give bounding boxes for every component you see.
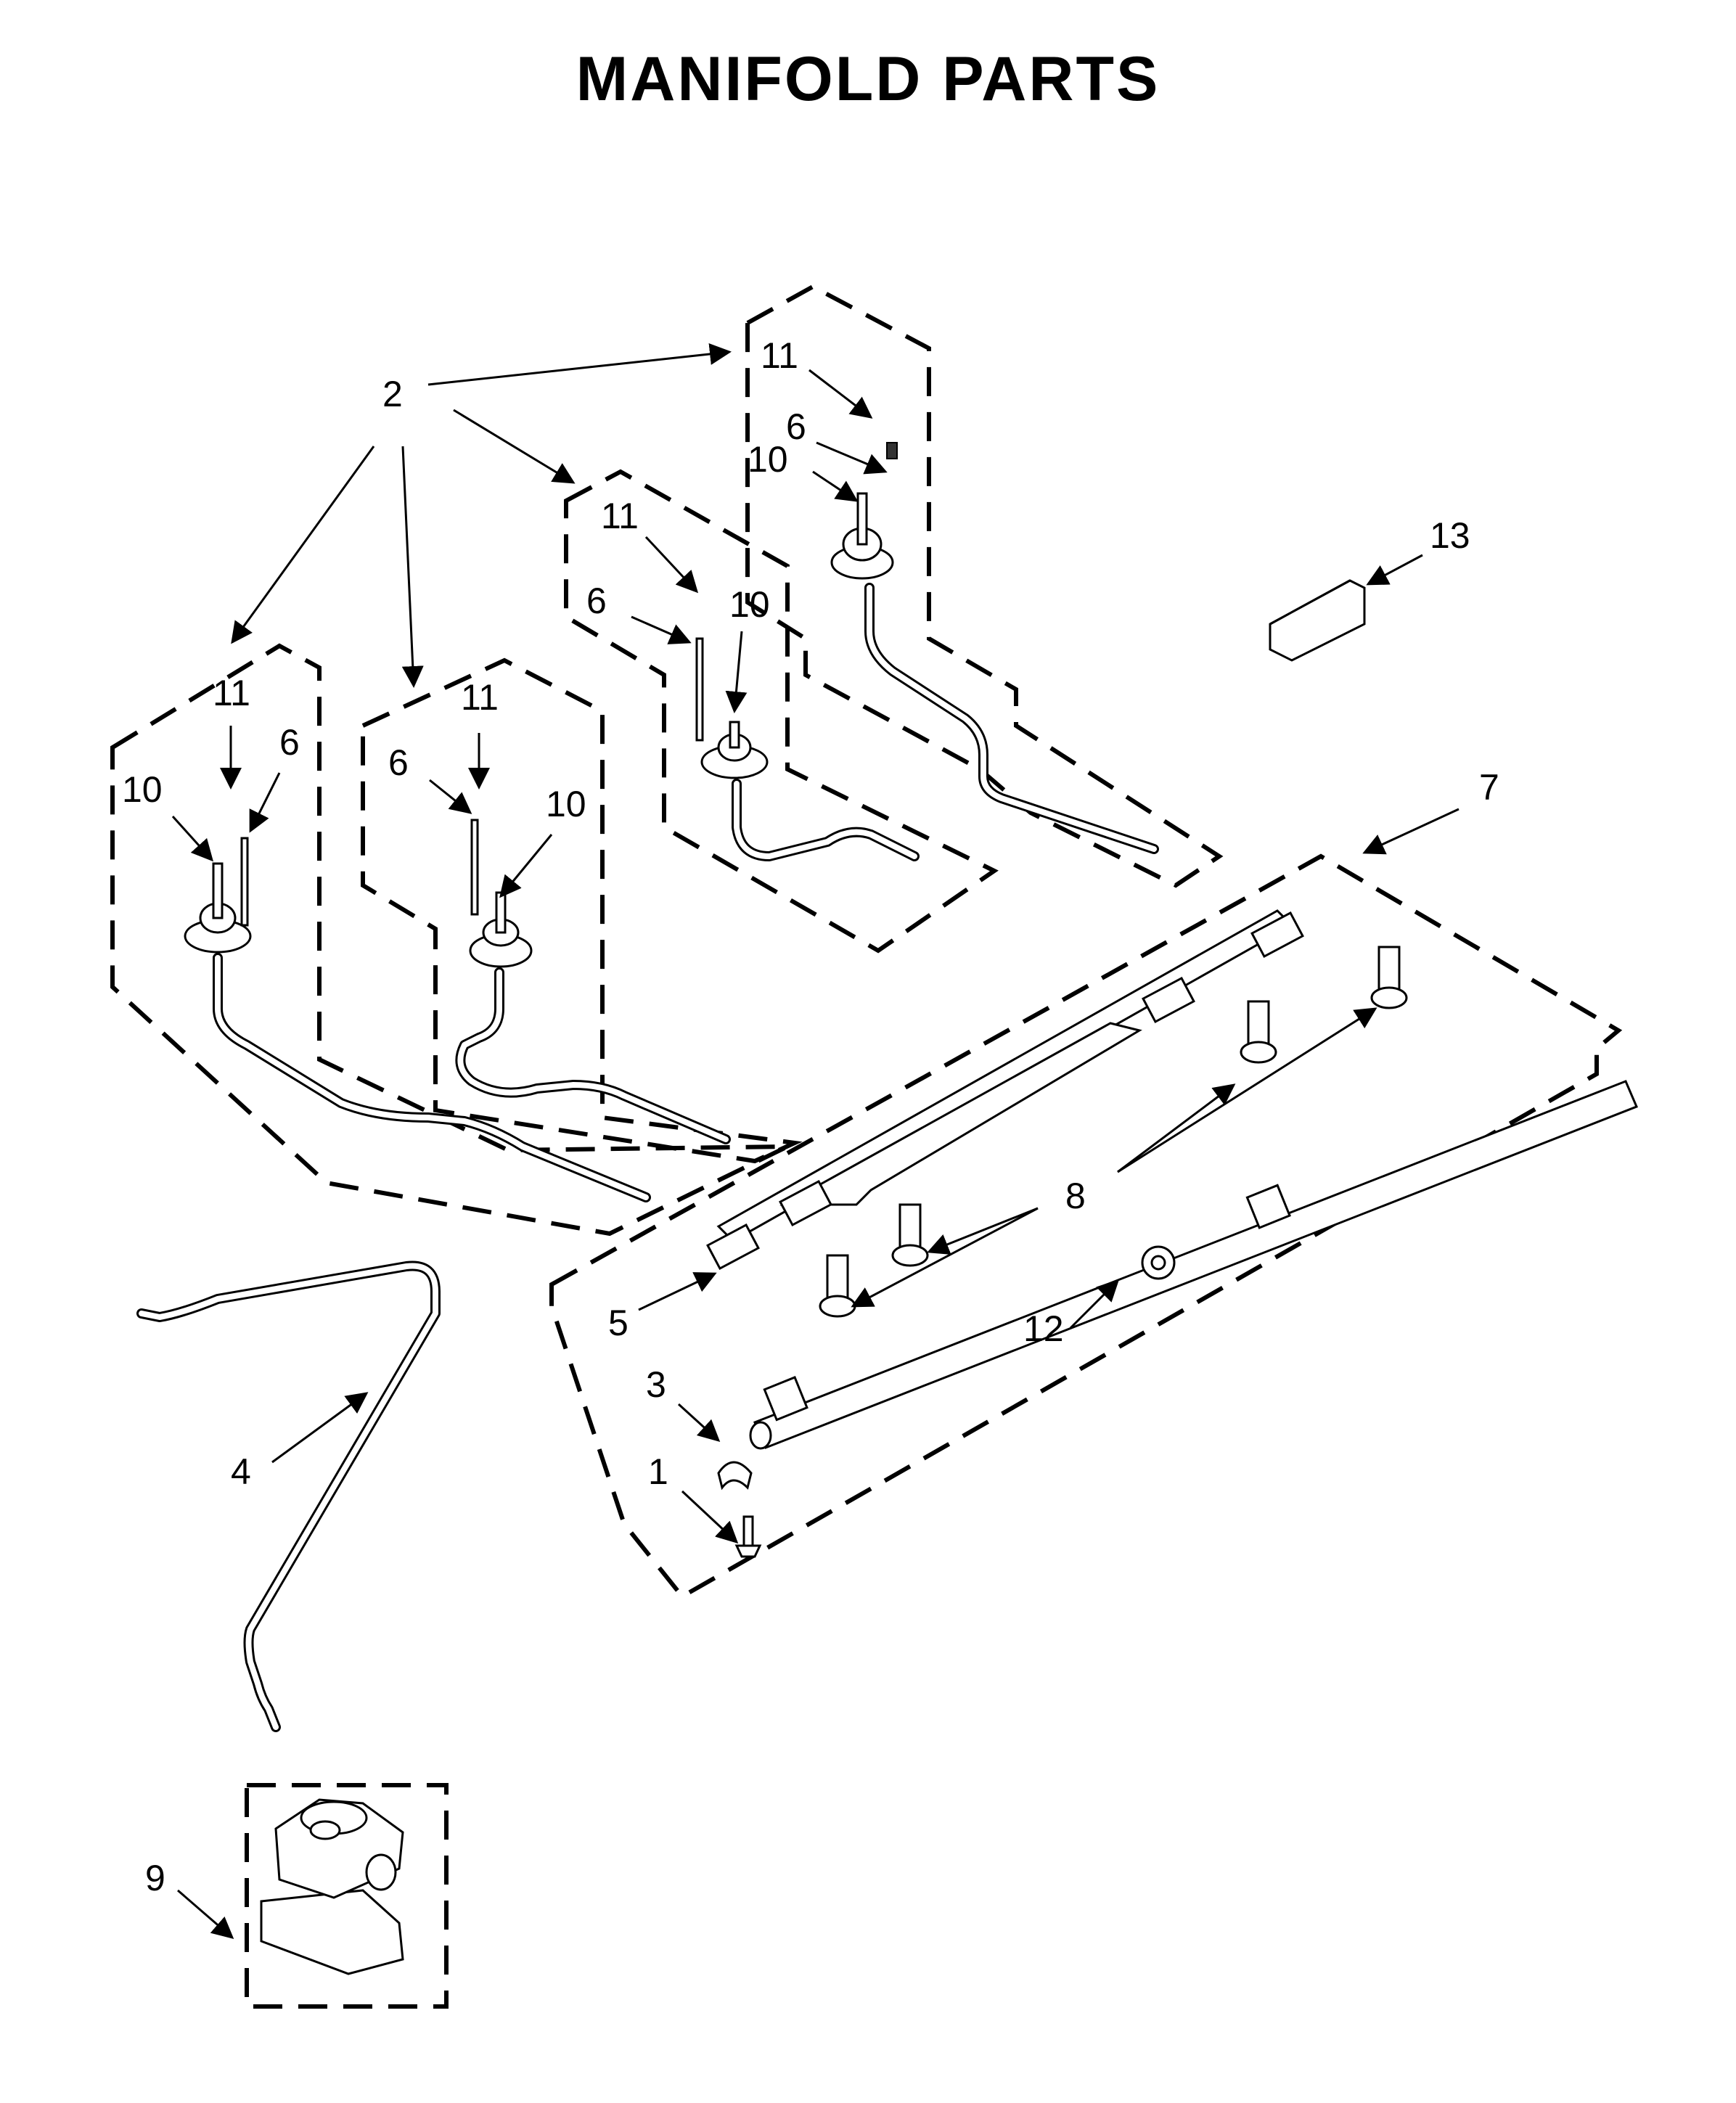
valve-2 (891, 1203, 929, 1267)
pressure-regulator (260, 1798, 404, 1975)
callout-6-b: 6 (586, 581, 607, 621)
group-boundary-rear-center (564, 469, 999, 954)
callout-10-b: 10 (729, 584, 770, 625)
callout-2: 2 (382, 374, 403, 414)
callout-13: 13 (1430, 515, 1470, 556)
callout-11-a: 11 (761, 335, 798, 376)
screw (734, 1515, 762, 1558)
leader-lines (171, 343, 1459, 1939)
spark-module (1269, 579, 1366, 662)
group-boundary-center-left (361, 657, 803, 1164)
callout-10-a: 10 (748, 439, 788, 480)
burner-base-rear-right (830, 442, 898, 580)
group-boundary-rear-right (745, 284, 1224, 888)
callout-3: 3 (646, 1364, 666, 1405)
callout-9: 9 (145, 1858, 165, 1898)
diagram-title: MANIFOLD PARTS (576, 44, 1160, 114)
callout-6-c: 6 (279, 722, 300, 763)
group-boundary-manifold (549, 853, 1623, 1599)
callout-10-d: 10 (546, 784, 586, 824)
burner-base-rear-center (695, 637, 769, 779)
burner-base-left (184, 837, 252, 954)
burner-tube-left (213, 953, 651, 1202)
group-boundary-regulator (245, 1783, 449, 2009)
callout-11-c: 11 (213, 673, 250, 713)
callout-10-c: 10 (122, 769, 163, 810)
callout-6-a: 6 (786, 406, 806, 447)
valve-rail (706, 909, 1304, 1271)
callout-12: 12 (1023, 1308, 1064, 1349)
callout-8: 8 (1065, 1176, 1086, 1216)
burner-tube-rear-right (864, 583, 1159, 854)
valve-3 (1240, 1000, 1277, 1064)
callout-1: 1 (648, 1451, 668, 1492)
callout-11-d: 11 (461, 677, 499, 718)
valve-1 (819, 1254, 856, 1318)
callout-11-b: 11 (601, 496, 639, 536)
manifold-pipe (749, 1080, 1638, 1450)
valve-4 (1370, 946, 1408, 1009)
callout-5: 5 (608, 1303, 629, 1343)
callout-labels: 2 11 6 10 11 6 10 11 6 10 11 6 10 13 7 8… (122, 335, 1499, 1898)
supply-tube (136, 1260, 441, 1732)
callout-7: 7 (1479, 767, 1499, 808)
clip (717, 1461, 753, 1491)
callout-4: 4 (231, 1451, 251, 1492)
callout-6-d: 6 (388, 742, 409, 783)
burner-base-center-left (469, 819, 533, 968)
